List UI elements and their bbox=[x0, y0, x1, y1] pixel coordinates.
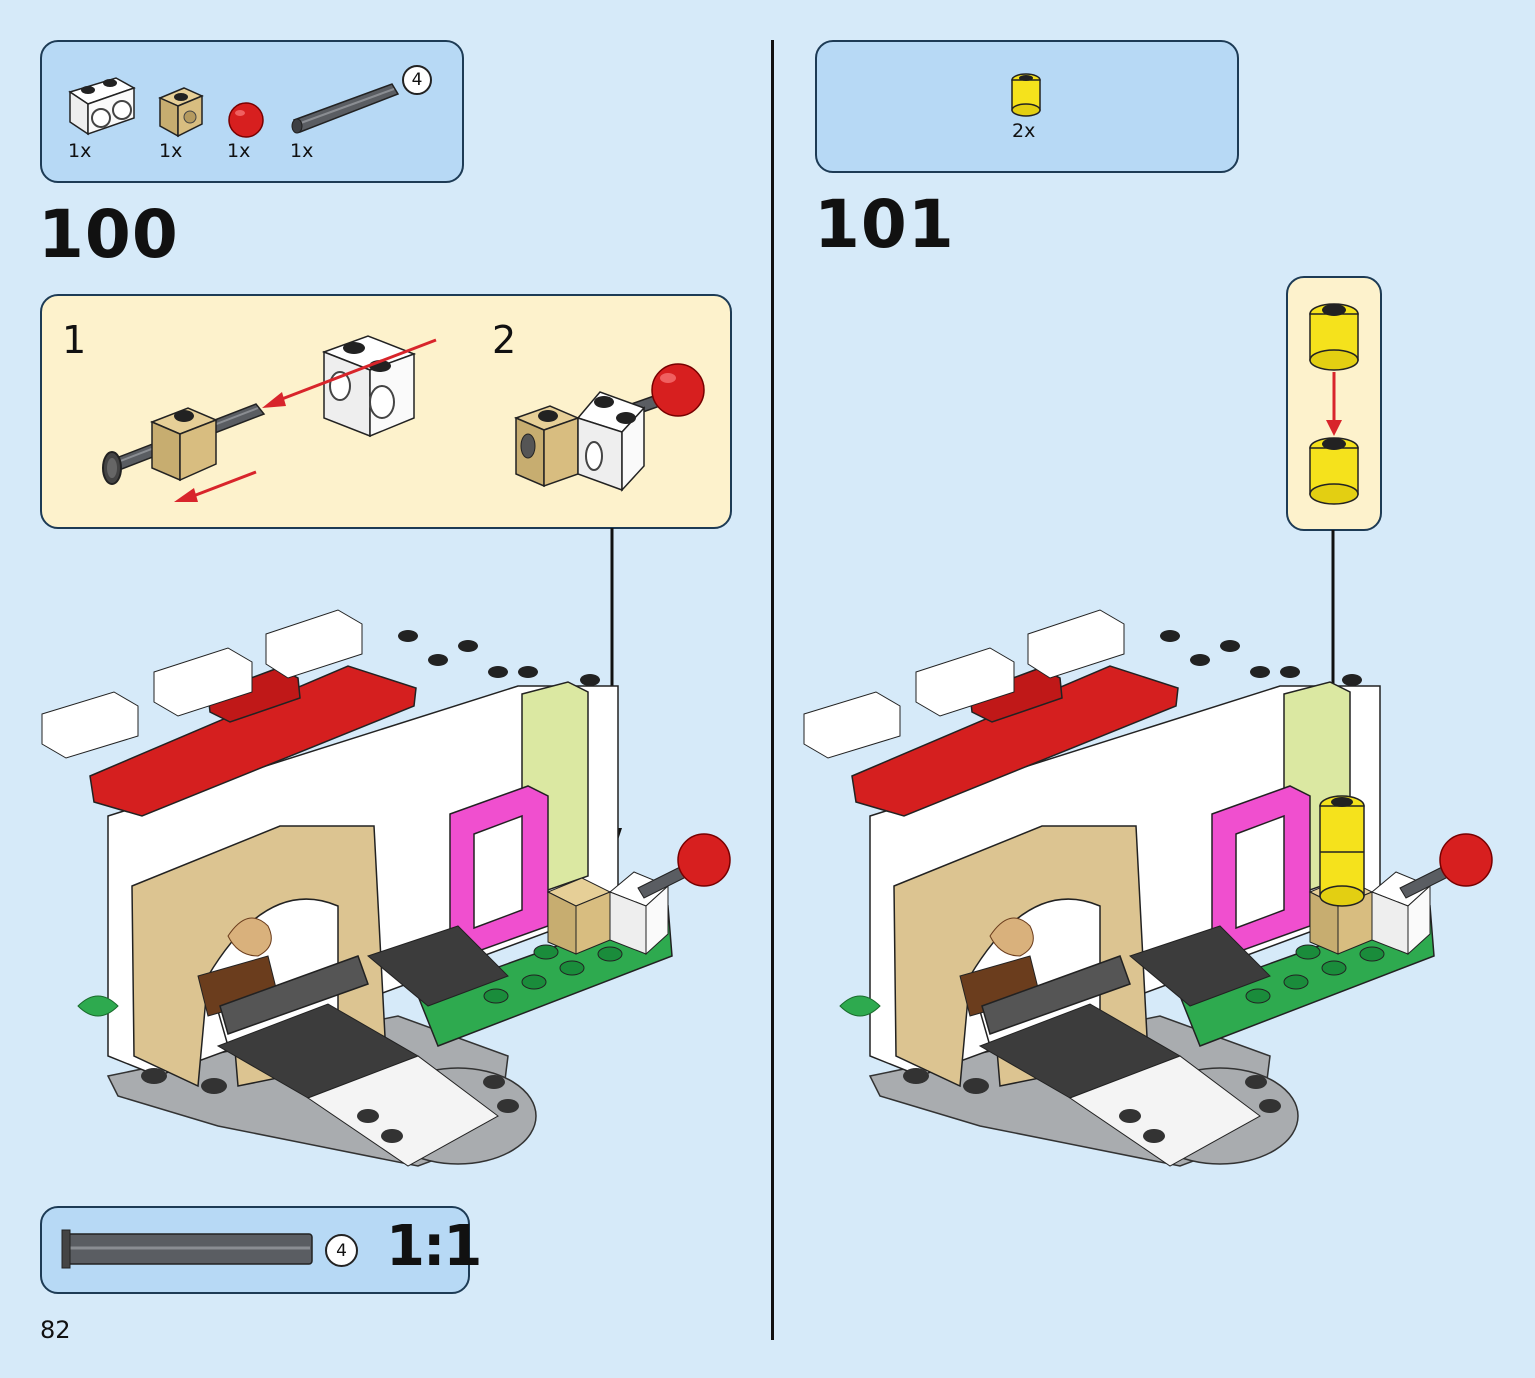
axle-length-badge: 4 bbox=[325, 1234, 358, 1267]
yellow-round-brick-icon bbox=[1011, 73, 1041, 117]
model-illustration-step-101 bbox=[803, 609, 1493, 1167]
white-technic-brick-icon bbox=[68, 77, 136, 136]
part-qty: 1x bbox=[68, 140, 92, 162]
scale-label: 1:1 bbox=[386, 1214, 482, 1279]
axle-length-badge: 4 bbox=[402, 65, 432, 95]
stacking-illustration bbox=[1309, 303, 1359, 505]
sub-step-number: 1 bbox=[62, 318, 87, 362]
step-number: 100 bbox=[38, 196, 179, 273]
page-number: 82 bbox=[40, 1316, 71, 1344]
part-qty: 1x bbox=[290, 140, 314, 162]
sub-step-1-illustration bbox=[102, 335, 437, 502]
sub-step-2-illustration bbox=[513, 363, 705, 492]
grey-axle-icon bbox=[291, 83, 400, 134]
model-illustration-step-100 bbox=[41, 609, 731, 1167]
page-divider bbox=[771, 40, 774, 1340]
part-qty: 1x bbox=[227, 140, 251, 162]
part-qty: 1x bbox=[159, 140, 183, 162]
step-number: 101 bbox=[814, 186, 955, 263]
axle-scale-icon bbox=[61, 1229, 313, 1269]
sub-step-number: 2 bbox=[492, 318, 517, 362]
part-qty: 2x bbox=[1012, 120, 1036, 142]
tan-technic-brick-icon bbox=[158, 87, 204, 138]
red-ball-icon bbox=[228, 102, 264, 138]
